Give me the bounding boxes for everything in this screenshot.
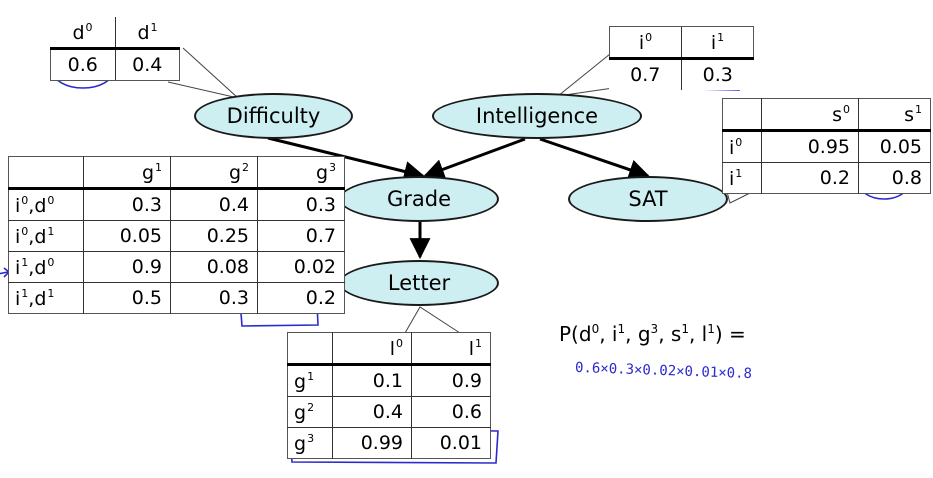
cpd-sat-table: s0 s1 i0 0.95 0.05 i1 0.2 0.8 (722, 98, 931, 194)
edge-intelligence-grade (423, 137, 526, 180)
node-sat[interactable]: SAT (568, 176, 728, 222)
node-intelligence[interactable]: Intelligence (432, 93, 642, 139)
cpd-difficulty-table: d0 d1 0.6 0.4 (50, 17, 180, 81)
cpd-letter-table: l0 l1 g1 0.1 0.9 g2 0.4 0.6 g3 0.99 0.01 (287, 332, 491, 459)
cpd-intelligence-table: i0 i1 0.7 0.3 (609, 26, 754, 90)
joint-probability-formula: P(d0, i1, g3, s1, l1) = (559, 322, 746, 346)
cell-i1: 0.3 (681, 58, 754, 90)
cell-d0: 0.6 (50, 48, 115, 81)
cpd-grade-table: g1 g2 g3 i0,d0 0.3 0.4 0.3 i0,d1 0.05 0.… (8, 156, 345, 314)
edge-difficulty-grade (267, 136, 426, 182)
node-difficulty[interactable]: Difficulty (194, 93, 353, 139)
node-letter[interactable]: Letter (339, 260, 499, 306)
callout-letter (404, 306, 461, 334)
cell-d1: 0.4 (114, 48, 180, 81)
cell-i0: 0.7 (630, 64, 661, 86)
node-grade[interactable]: Grade (339, 176, 499, 222)
edge-intelligence-sat (539, 137, 650, 180)
